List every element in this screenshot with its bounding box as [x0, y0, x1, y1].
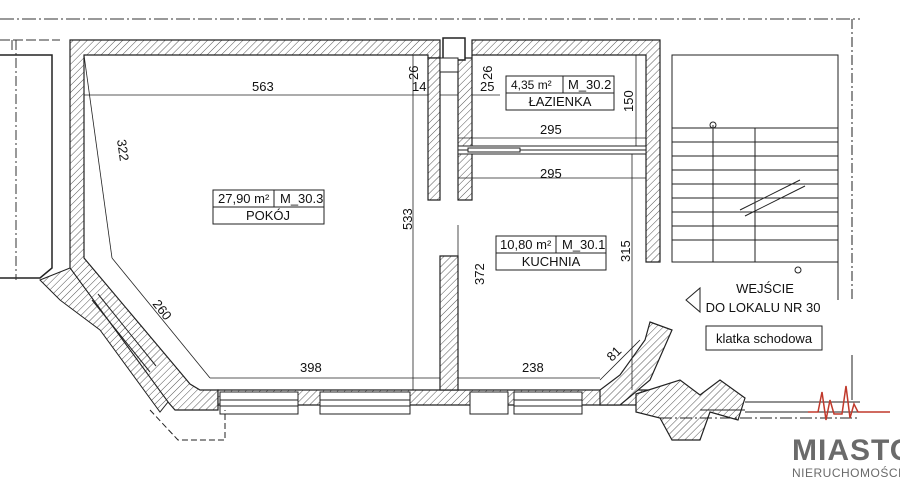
dimension-labels: 563 26 14 26 25 150 295 295 322 533 372 …	[114, 66, 636, 375]
room-code: M_30.1	[562, 237, 605, 252]
dim-81: 81	[604, 343, 625, 364]
left-neighbour-wall	[0, 39, 60, 280]
entrance-line2: DO LOKALU NR 30	[706, 300, 821, 315]
dim-372: 372	[472, 263, 487, 285]
dim-26a: 26	[406, 66, 421, 80]
logo-line2: NIERUCHOMOŚCI	[792, 465, 900, 480]
dim-563: 563	[252, 79, 274, 94]
windows-bottom	[219, 391, 583, 415]
room-code: M_30.3	[280, 191, 323, 206]
entrance-marker: WEJŚCIE DO LOKALU NR 30 klatka schodowa	[685, 281, 823, 351]
dimension-lines	[83, 54, 646, 390]
dim-533: 533	[400, 208, 415, 230]
bathroom-wall	[457, 145, 647, 155]
arrow-left-icon	[685, 286, 701, 314]
room-label-lazienka: 4,35 m² M_30.2 ŁAZIENKA	[505, 75, 615, 111]
dim-26b: 26	[480, 66, 495, 80]
dim-25: 25	[480, 79, 494, 94]
room-area: 4,35 m²	[511, 78, 552, 92]
dim-238: 238	[522, 360, 544, 375]
room-name: KUCHNIA	[522, 254, 581, 269]
room-label-kuchnia: 10,80 m² M_30.1 KUCHNIA	[495, 235, 607, 271]
dim-14: 14	[412, 79, 426, 94]
room-code: M_30.2	[568, 77, 611, 92]
room-name: ŁAZIENKA	[529, 94, 592, 109]
dim-150: 150	[621, 90, 636, 112]
dim-315: 315	[618, 240, 633, 262]
logo: MIASTO NIERUCHOMOŚCI	[792, 385, 900, 480]
logo-line1: MIASTO	[792, 434, 900, 467]
staircase	[671, 19, 853, 400]
dim-260: 260	[150, 297, 175, 323]
bay-window-left	[39, 267, 226, 441]
logo-chart-icon	[808, 385, 890, 421]
room-area: 10,80 m²	[500, 237, 552, 252]
right-projection	[635, 379, 860, 441]
entrance-line1: WEJŚCIE	[736, 281, 794, 296]
dim-322: 322	[114, 138, 132, 162]
staircase-label: klatka schodowa	[716, 331, 813, 346]
dim-398: 398	[300, 360, 322, 375]
room-label-pokoj: 27,90 m² M_30.3 POKÓJ	[212, 189, 325, 225]
room-name: POKÓJ	[246, 208, 290, 223]
room-area: 27,90 m²	[218, 191, 270, 206]
dim-295a: 295	[540, 122, 562, 137]
dim-295b: 295	[540, 166, 562, 181]
